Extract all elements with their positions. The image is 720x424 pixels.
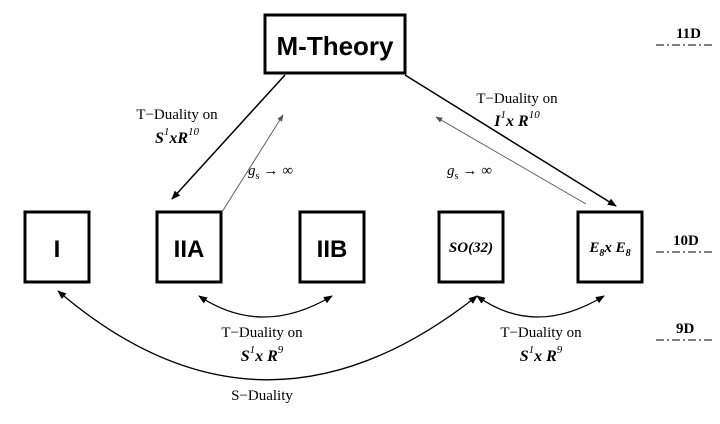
label-iia-iib-line1: T−Duality on [221, 325, 303, 341]
arrow-mtheory-to-e8 [404, 74, 617, 207]
label-so32-e8-line1: T−Duality on [500, 325, 582, 341]
arrow-s-duality [57, 290, 478, 381]
label-mtheory-iia-line1: T−Duality on [136, 107, 218, 123]
label-mtheory-e8-line1: T−Duality on [476, 91, 558, 107]
label-mtheory-iia: T−Duality on S1xR10 [136, 107, 218, 147]
label-gs-left: gs→∞ [248, 163, 293, 182]
label-mtheory-e8: T−Duality on I1x R10 [476, 91, 558, 130]
type-iia-node: IIA [155, 210, 223, 284]
label-iia-iib-math: S1x R9 [241, 344, 284, 365]
m-theory-label: M-Theory [277, 31, 395, 61]
type-iia-label: IIA [174, 236, 205, 263]
label-iia-iib: T−Duality on S1x R9 [221, 325, 303, 365]
label-s-duality: S−Duality [231, 388, 293, 404]
label-mtheory-iia-math: S1xR10 [155, 126, 200, 147]
type-iib-label: IIB [317, 236, 348, 263]
dimension-9d: 9D [656, 321, 713, 341]
e8xe8-node: E8x E8 [576, 210, 644, 284]
arrow-so32-e8 [476, 295, 605, 318]
arrow-e8-to-mtheory [435, 116, 587, 205]
dimension-10d: 10D [656, 233, 713, 253]
type-i-label: I [54, 236, 61, 263]
arrow-mtheory-to-iia [171, 74, 286, 200]
dimension-9d-label: 9D [676, 321, 695, 337]
label-so32-e8-math: S1x R9 [520, 344, 563, 365]
label-mtheory-e8-math: I1x R10 [493, 109, 540, 130]
label-gs-right: gs→∞ [447, 163, 492, 182]
so32-node: SO(32) [437, 210, 505, 284]
label-so32-e8: T−Duality on S1x R9 [500, 325, 582, 365]
dimension-10d-label: 10D [673, 233, 699, 249]
e8xe8-label: E8x E8 [588, 240, 630, 259]
arrow-iia-to-mtheory [221, 114, 284, 213]
type-i-node: I [23, 210, 91, 284]
so32-label: SO(32) [449, 240, 493, 256]
dimension-11d: 11D [656, 26, 713, 46]
dimension-11d-label: 11D [676, 26, 701, 42]
type-iib-node: IIB [298, 210, 366, 284]
arrow-iia-iib [198, 295, 333, 318]
m-theory-node: M-Theory [263, 13, 407, 75]
